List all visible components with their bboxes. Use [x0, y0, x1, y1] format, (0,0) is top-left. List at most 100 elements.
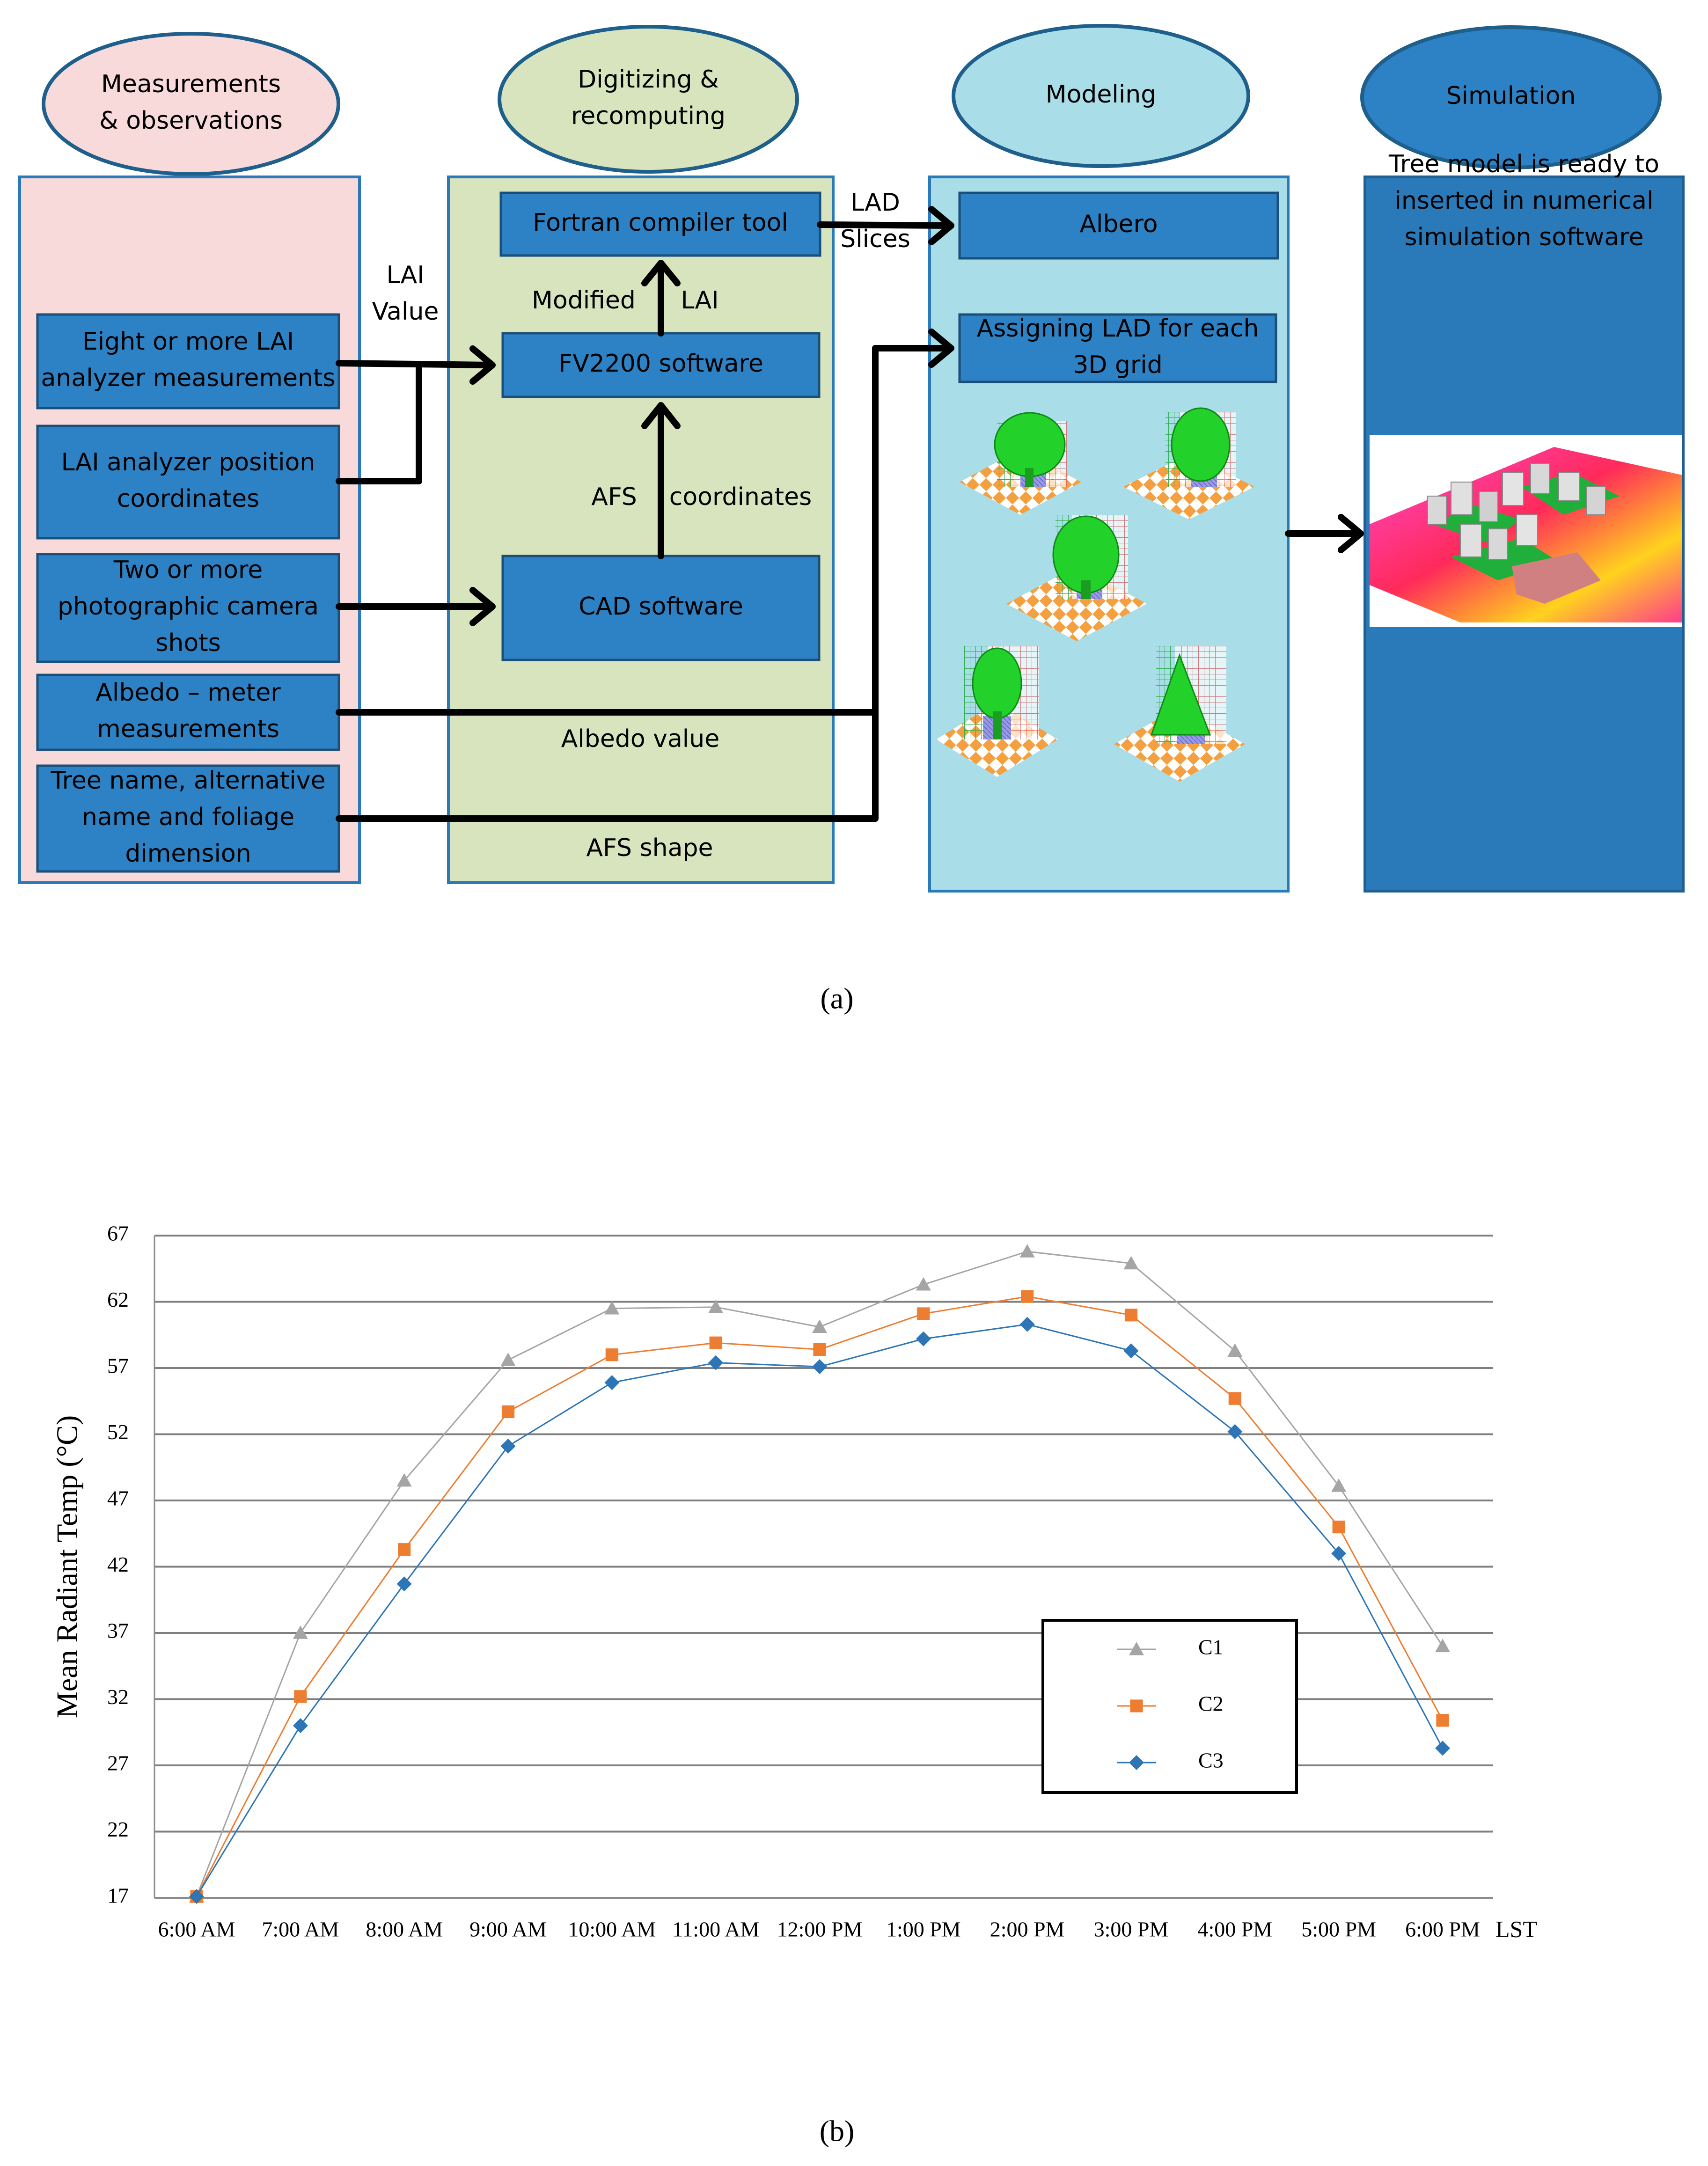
data-point-c3: [604, 1375, 620, 1390]
label-lai: LAI: [681, 286, 718, 315]
y-tick-label: 17: [107, 1884, 129, 1908]
phase-measurements: Measurements& observations: [42, 32, 340, 176]
label-afs: AFS: [591, 483, 637, 511]
label-afs-shape: AFS shape: [586, 834, 713, 862]
phase-modeling: Modeling: [952, 24, 1250, 168]
y-tick-label: 57: [107, 1354, 129, 1378]
data-point-c3: [1331, 1546, 1347, 1561]
data-point-c3: [396, 1576, 412, 1592]
data-point-c2: [605, 1348, 618, 1361]
label-modified: Modified: [532, 286, 636, 315]
data-point-c3: [500, 1438, 516, 1454]
data-point-c1: [396, 1473, 412, 1487]
y-tick-label: 37: [107, 1619, 129, 1643]
caption-b: (b): [820, 2115, 855, 2148]
svg-text:FV2200 software: FV2200 software: [558, 350, 763, 378]
data-point-c1: [604, 1301, 620, 1315]
legend-label: C1: [1198, 1635, 1224, 1659]
y-tick-label: 62: [107, 1288, 129, 1311]
x-tick-label: 6:00 PM: [1405, 1917, 1480, 1941]
data-point-c2: [398, 1543, 411, 1556]
y-tick-label: 22: [107, 1817, 129, 1841]
data-point-c2: [813, 1343, 826, 1356]
x-tick-label: 3:00 PM: [1094, 1917, 1169, 1941]
x-tick-label: 12:00 PM: [777, 1917, 863, 1941]
legend-label: C3: [1198, 1749, 1224, 1772]
svg-text:Albero: Albero: [1079, 210, 1158, 238]
x-tick-label: 1:00 PM: [886, 1917, 961, 1941]
x-tick-label: 2:00 PM: [990, 1917, 1065, 1941]
phase-measurements-label: Measurements& observations: [99, 70, 283, 135]
data-point-c3: [708, 1355, 724, 1370]
panel-digitizing: [447, 176, 835, 884]
data-point-c2: [1436, 1714, 1449, 1727]
svg-text:CAD software: CAD software: [579, 593, 743, 621]
phase-digitizing: Digitizing &recomputing: [498, 25, 799, 174]
box-fv2200: FV2200 software: [501, 332, 821, 398]
data-point-c3: [189, 1889, 204, 1904]
legend-marker: [1129, 1642, 1144, 1655]
connectors: [336, 206, 1364, 822]
city-buildings: [1427, 463, 1620, 604]
data-point-c2: [1021, 1290, 1034, 1303]
legend-box: [1041, 1619, 1298, 1794]
chart-series: [189, 1244, 1450, 1904]
x-tick-label: 10:00 AM: [568, 1917, 656, 1941]
legend-label: C2: [1198, 1692, 1224, 1716]
data-point-c2: [709, 1336, 722, 1349]
phase-simulation: Simulation: [1360, 25, 1662, 169]
y-tick-label: 47: [107, 1486, 129, 1510]
phase-digitizing-label: Digitizing &recomputing: [571, 66, 726, 130]
box-cad-software: CAD software: [501, 555, 821, 661]
data-point-c1: [293, 1625, 308, 1639]
figure-a-diagram: Measurements& observations Digitizing &r…: [18, 24, 1685, 1015]
voxel-tree-images: [936, 407, 1254, 782]
caption-a: (a): [820, 982, 853, 1015]
data-point-c2: [501, 1405, 515, 1418]
series-c3: [189, 1317, 1450, 1904]
x-tick-label: 9:00 AM: [469, 1917, 547, 1941]
series-line-c3: [196, 1324, 1444, 1897]
label-coordinates: coordinates: [669, 483, 812, 511]
chart-gridlines: [154, 1235, 1493, 1899]
data-point-c1: [500, 1353, 516, 1366]
data-point-c3: [1227, 1424, 1243, 1439]
series-c1: [189, 1244, 1450, 1903]
data-point-c3: [916, 1331, 931, 1346]
box-albero: Albero: [958, 191, 1279, 260]
x-tick-label: 5:00 PM: [1301, 1917, 1376, 1941]
y-tick-label: 32: [107, 1685, 129, 1709]
x-tick-label: 8:00 AM: [366, 1917, 443, 1941]
data-point-c2: [1124, 1309, 1138, 1322]
data-point-c1: [1227, 1343, 1243, 1357]
y-tick-label: 52: [107, 1420, 129, 1444]
x-tick-label: 6:00 AM: [158, 1917, 235, 1941]
data-point-c3: [1435, 1741, 1450, 1756]
chart-y-axis-label: Mean Radiant Temp (°C): [51, 1415, 84, 1718]
data-point-c2: [917, 1307, 930, 1320]
series-c2: [190, 1290, 1449, 1903]
legend-marker: [1130, 1699, 1143, 1712]
phase-simulation-label: Simulation: [1446, 82, 1576, 110]
y-tick-label: 27: [107, 1751, 129, 1775]
data-point-c1: [1435, 1639, 1450, 1653]
data-point-c2: [294, 1690, 307, 1703]
legend-marker: [1129, 1755, 1144, 1770]
y-tick-label: 67: [107, 1222, 129, 1245]
x-tick-label: 11:00 AM: [672, 1917, 759, 1941]
